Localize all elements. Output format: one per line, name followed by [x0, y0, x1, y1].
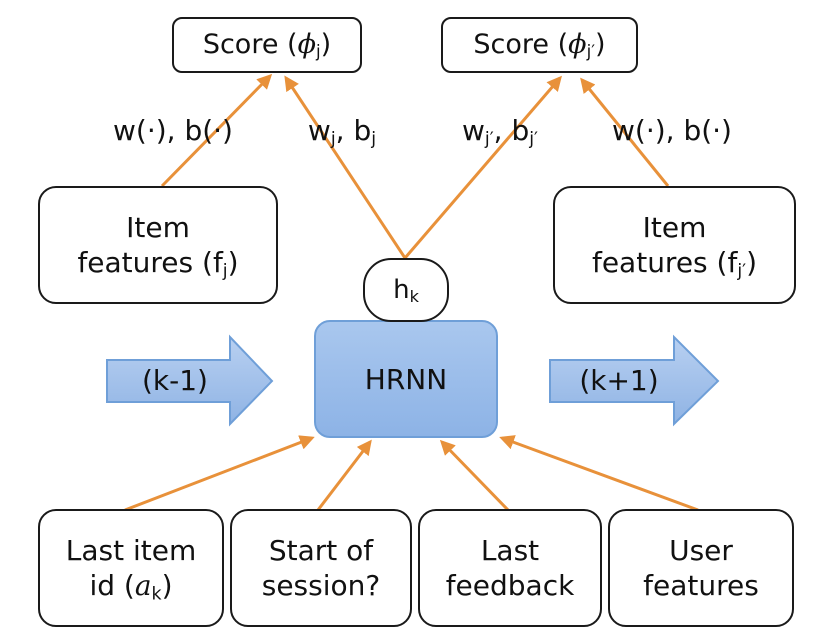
edge-user-features-to-hrnn	[499, 435, 699, 512]
hrnn-box: HRNN	[314, 320, 498, 438]
user-features-line2: features	[643, 569, 759, 602]
edge-label-wb-right: w(·), b(·)	[612, 114, 732, 147]
edge-item-left-to-score	[160, 73, 273, 188]
last-feedback-line2: feedback	[445, 569, 575, 602]
item-features-left-line2: features (fj)	[77, 246, 239, 282]
edge-label-wj: wj, bj	[307, 114, 377, 150]
next-step-label: (k+1)	[579, 364, 659, 397]
score-left-label: Score (ϕj)	[202, 29, 332, 62]
start-session-line2: session?	[261, 569, 381, 602]
edge-hk-to-score-left	[284, 75, 407, 259]
user-features-box: User features	[608, 509, 794, 627]
item-features-right-line1: Item	[642, 211, 707, 244]
edge-item-right-to-score	[580, 77, 670, 187]
next-step-arrow	[549, 334, 720, 427]
user-features-line1: User	[669, 534, 733, 567]
item-features-right-line2: features (fj′)	[591, 246, 758, 282]
last-item-id-box: Last item id (ak)	[38, 509, 224, 627]
start-session-line1: Start of	[268, 534, 374, 567]
edge-last-feedback-to-hrnn	[439, 439, 510, 512]
last-feedback-line1: Last	[480, 534, 540, 567]
hidden-state-label: hk	[393, 274, 419, 306]
edge-last-item-to-hrnn	[124, 435, 315, 512]
edge-label-wj-prime: wj′, bj′	[461, 114, 538, 150]
hidden-state-box: hk	[363, 258, 449, 322]
edge-label-wb-left: w(·), b(·)	[113, 114, 233, 147]
score-right-box: Score (ϕj′)	[441, 17, 638, 73]
score-left-box: Score (ϕj)	[172, 17, 362, 73]
prev-step-label: (k-1)	[142, 364, 208, 397]
last-item-line2: id (ak)	[89, 569, 173, 605]
item-features-right-box: Item features (fj′)	[553, 186, 796, 304]
hrnn-label: HRNN	[364, 362, 448, 396]
last-feedback-box: Last feedback	[418, 509, 602, 627]
edge-start-session-to-hrnn	[316, 439, 372, 511]
score-right-label: Score (ϕj′)	[473, 29, 606, 62]
item-features-left-line1: Item	[126, 211, 190, 244]
last-item-line1: Last item	[65, 534, 197, 567]
item-features-left-box: Item features (fj)	[38, 186, 278, 304]
start-of-session-box: Start of session?	[230, 509, 412, 627]
prev-step-arrow	[106, 334, 274, 427]
edge-hk-to-score-right	[403, 75, 562, 259]
